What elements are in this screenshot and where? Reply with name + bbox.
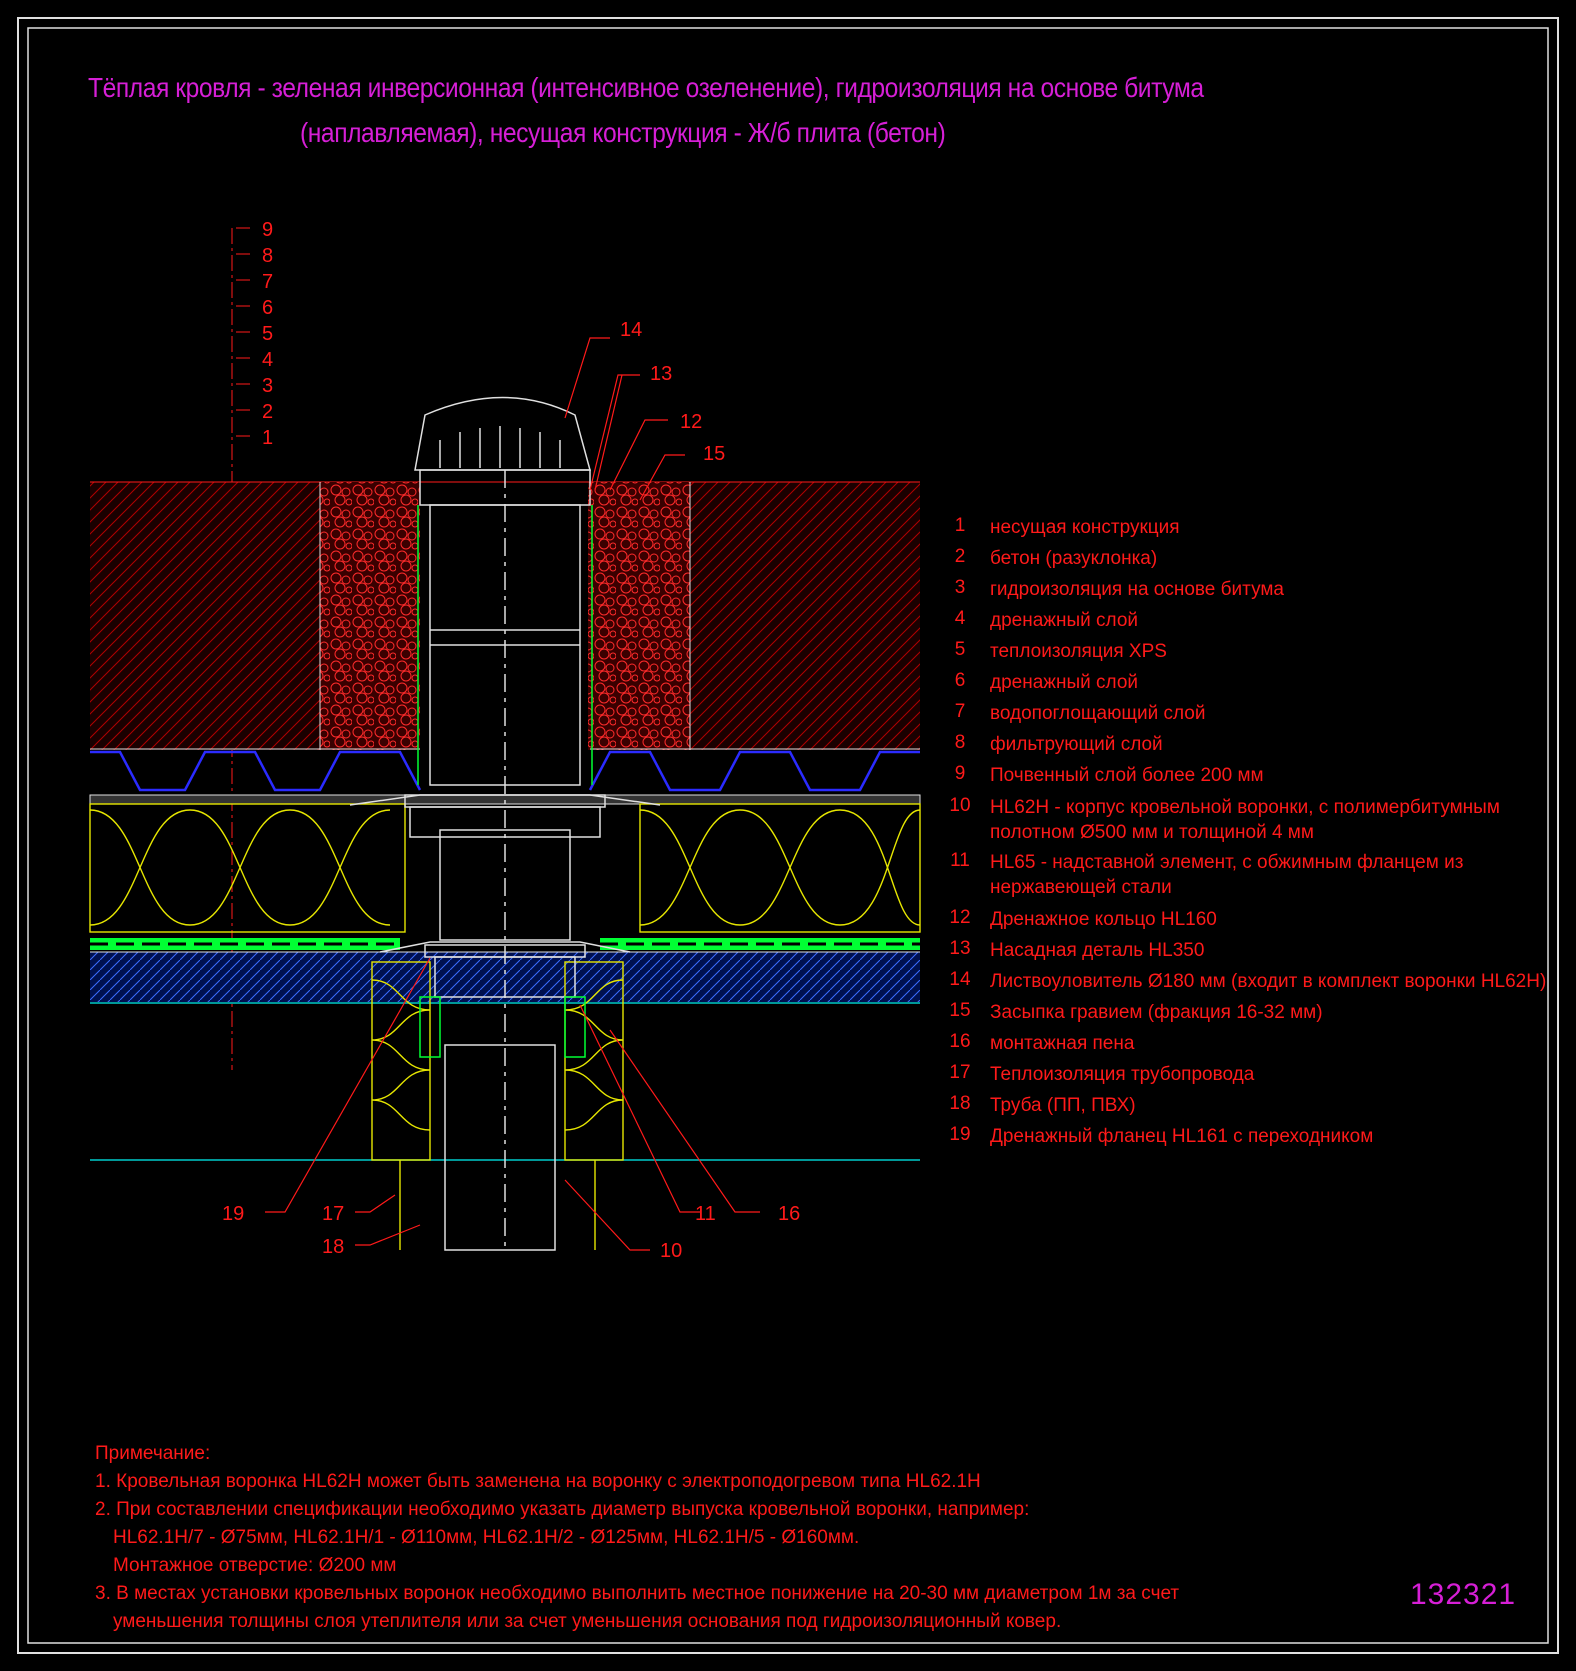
callout-19: 19 bbox=[222, 1203, 244, 1225]
note-2-hole: Монтажное отверстие: Ø200 мм bbox=[113, 1555, 397, 1576]
note-1: 1. Кровельная воронка HL62H может быть з… bbox=[95, 1471, 981, 1492]
scale-label-6: 6 bbox=[262, 297, 273, 319]
scale-label-2: 2 bbox=[262, 401, 273, 423]
leaf-catcher bbox=[414, 396, 591, 506]
scale-label-4: 4 bbox=[262, 349, 273, 371]
soil-layer bbox=[90, 481, 920, 750]
scale-label-7: 7 bbox=[262, 271, 273, 293]
scale-label-1: 1 bbox=[262, 427, 273, 449]
outer-border bbox=[17, 17, 1559, 1654]
scale-label-9: 9 bbox=[262, 219, 273, 241]
scale-label-3: 3 bbox=[262, 375, 273, 397]
title-line-1: Тёплая кровля - зеленая инверсионная (ин… bbox=[88, 72, 1204, 103]
drainage-profile bbox=[90, 750, 920, 792]
drainage-layer-green bbox=[90, 938, 920, 950]
callout-leaders bbox=[265, 337, 760, 1251]
drawing-code: 132321 bbox=[1410, 1578, 1517, 1611]
callout-10: 10 bbox=[660, 1240, 682, 1262]
note-2: 2. При составлении спецификации необходи… bbox=[95, 1499, 1030, 1520]
callout-15: 15 bbox=[703, 443, 725, 465]
title-line-2: (наплавляемая), несущая конструкция - Ж/… bbox=[300, 117, 946, 148]
callout-17: 17 bbox=[322, 1203, 344, 1225]
note-3-cont: уменьшения толщины слоя утеплителя или з… bbox=[113, 1611, 1062, 1632]
callout-11: 11 bbox=[695, 1203, 716, 1225]
callout-12: 12 bbox=[680, 411, 702, 433]
scale-label-8: 8 bbox=[262, 245, 273, 267]
callout-13: 13 bbox=[650, 363, 672, 385]
gravel-backfill bbox=[319, 482, 691, 750]
inner-border bbox=[27, 27, 1549, 1644]
callout-14: 14 bbox=[620, 319, 642, 341]
xps-insulation bbox=[89, 803, 921, 933]
note-2-examples: HL62.1H/7 - Ø75мм, HL62.1H/1 - Ø110мм, H… bbox=[113, 1527, 860, 1548]
funnel-body bbox=[349, 794, 661, 1058]
callout-labels: 14 13 12 15 19 17 18 10 11 16 bbox=[222, 319, 800, 1262]
scale-label-5: 5 bbox=[262, 323, 273, 345]
drain-pipe bbox=[417, 470, 593, 1251]
callout-16: 16 bbox=[778, 1203, 800, 1225]
note-3: 3. В местах установки кровельных воронок… bbox=[95, 1583, 1180, 1604]
callout-18: 18 bbox=[322, 1236, 344, 1258]
notes: Примечание: 1. Кровельная воронка HL62H … bbox=[95, 1440, 1179, 1636]
notes-heading: Примечание: bbox=[95, 1443, 211, 1464]
pipe-insulation bbox=[371, 961, 624, 1250]
